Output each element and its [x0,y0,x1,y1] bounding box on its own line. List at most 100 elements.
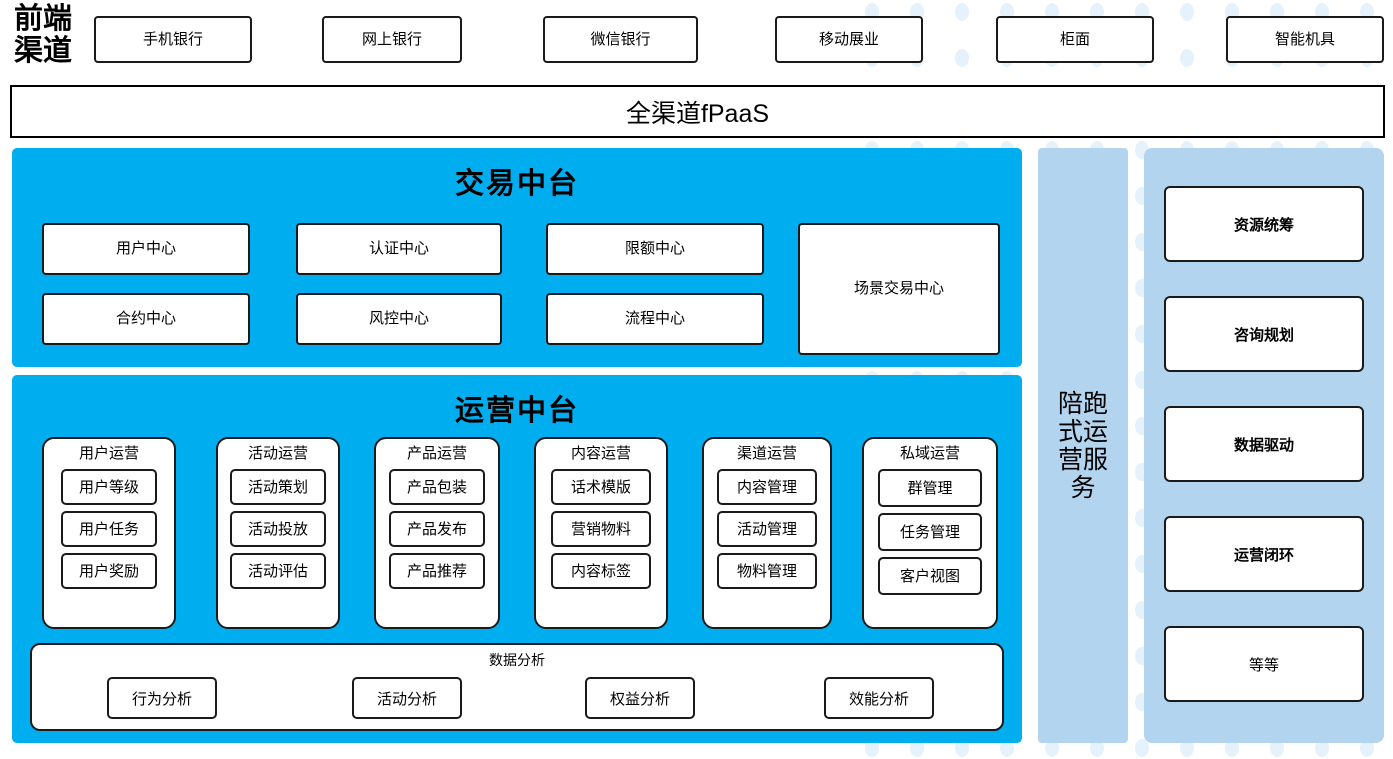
ops-item-label: 用户奖励 [78,563,139,580]
ops-item[interactable]: 物料管理 [717,552,817,589]
trade-center-box[interactable]: 认证中心 [296,223,502,275]
operations-platform-title: 运营中台 [454,395,579,427]
ops-item[interactable]: 活动管理 [717,510,817,547]
trade-center-box-label: 场景交易中心 [853,280,944,298]
ops-item-label: 客户视图 [899,568,960,585]
capability-item-label: 资源统筹 [1233,216,1294,234]
data-analysis-title: 数据分析 [489,652,545,668]
ops-item-label: 营销物料 [570,521,631,538]
channel-box-label: 微信银行 [590,30,651,48]
frontend-channel-label-line-2: 渠道 [13,35,72,67]
capability-item[interactable]: 数据驱动 [1164,406,1364,482]
capability-item[interactable]: 资源统筹 [1164,186,1364,262]
accompanying-operation-service-label: 陪跑式运营服务 [1057,389,1108,502]
channel-box-label: 柜面 [1059,30,1090,48]
ops-item[interactable]: 活动评估 [230,552,326,589]
trade-middle-platform-panel: 交易中台 用户中心 认证中心 限额中心场景交易中心合约中心 风控中心 流程中心 [12,148,1022,367]
ops-item[interactable]: 用户任务 [61,510,157,547]
channel-box-label: 手机银行 [142,30,203,48]
trade-center-box-label: 风控中心 [368,310,429,328]
ops-item[interactable]: 内容管理 [717,468,817,505]
ops-group-title: 私域运营 [899,445,960,462]
data-analysis-item-label: 权益分析 [609,690,670,708]
ops-item-label: 内容标签 [570,563,631,580]
ops-item-label: 用户任务 [78,521,139,538]
capability-item[interactable]: 咨询规划 [1164,296,1364,372]
ops-item[interactable]: 活动投放 [230,510,326,547]
ops-item[interactable]: 用户奖励 [61,552,157,589]
ops-item[interactable]: 营销物料 [551,510,651,547]
channel-box[interactable]: 智能机具 [1226,16,1384,63]
ops-item-label: 活动策划 [247,479,308,496]
trade-center-box[interactable]: 合约中心 [42,293,250,345]
ops-item[interactable]: 内容标签 [551,552,651,589]
channel-box-label: 移动展业 [818,30,879,48]
capability-item-label: 咨询规划 [1233,326,1294,344]
capability-item[interactable]: 运营闭环 [1164,516,1364,592]
ops-item[interactable]: 任务管理 [878,512,982,551]
channel-box[interactable]: 微信银行 [543,16,698,63]
ops-group: 活动运营活动策划活动投放活动评估 [216,437,340,629]
ops-item-label: 内容管理 [736,479,797,496]
ops-item-label: 活动管理 [736,521,797,538]
trade-platform-title: 交易中台 [454,168,579,200]
ops-item-label: 产品包装 [406,479,467,496]
frontend-channel-label-line-1: 前端 [13,2,72,35]
data-analysis-item[interactable]: 权益分析 [585,677,695,719]
capability-item-label: 等等 [1248,656,1279,674]
accompanying-operation-service-column: 陪跑式运营服务 [1038,148,1128,743]
trade-center-box-label: 认证中心 [368,240,429,258]
ops-item[interactable]: 用户等级 [61,468,157,505]
trade-center-box-label: 用户中心 [115,240,176,258]
capability-item-label: 数据驱动 [1233,436,1294,454]
trade-center-box[interactable]: 用户中心 [42,223,250,275]
trade-center-box[interactable]: 限额中心 [546,223,764,275]
ops-item-label: 用户等级 [78,479,139,496]
ops-item[interactable]: 产品发布 [389,510,485,547]
data-analysis-group: 数据分析 行为分析 活动分析 权益分析 效能分析 [30,643,1004,731]
capability-item-label: 运营闭环 [1233,546,1294,564]
ops-item-label: 物料管理 [736,563,797,580]
trade-center-box-label: 流程中心 [624,310,685,328]
data-analysis-item[interactable]: 效能分析 [824,677,934,719]
omnichannel-fpaas-bar: 全渠道fPaaS [10,85,1385,138]
omnichannel-fpaas-label: 全渠道fPaaS [625,99,770,128]
capability-item[interactable]: 等等 [1164,626,1364,702]
ops-group: 内容运营话术模版营销物料内容标签 [534,437,668,629]
data-analysis-item-label: 活动分析 [376,690,437,708]
trade-center-box[interactable]: 场景交易中心 [798,223,1000,355]
ops-item-label: 产品发布 [406,521,467,538]
ops-group: 用户运营用户等级用户任务用户奖励 [42,437,176,629]
ops-item[interactable]: 活动策划 [230,468,326,505]
channel-box-label: 网上银行 [361,30,422,48]
data-analysis-item-label: 行为分析 [131,690,192,708]
ops-group: 渠道运营内容管理活动管理物料管理 [702,437,832,629]
channel-box[interactable]: 手机银行 [94,16,252,63]
ops-item-label: 话术模版 [570,479,631,496]
ops-item-label: 活动评估 [247,563,308,580]
ops-group-title: 活动运营 [247,445,308,462]
trade-center-box[interactable]: 风控中心 [296,293,502,345]
ops-item-label: 群管理 [907,480,953,497]
ops-item[interactable]: 产品推荐 [389,552,485,589]
ops-item[interactable]: 客户视图 [878,556,982,595]
ops-group-title: 渠道运营 [736,445,797,462]
channel-box[interactable]: 网上银行 [322,16,462,63]
trade-center-box-label: 合约中心 [115,310,176,328]
channel-box[interactable]: 移动展业 [775,16,923,63]
channel-box-label: 智能机具 [1274,30,1335,48]
ops-group-title: 产品运营 [406,445,467,462]
ops-group-title: 内容运营 [570,445,631,462]
ops-item[interactable]: 群管理 [878,468,982,507]
ops-item-label: 产品推荐 [406,563,467,580]
ops-item[interactable]: 产品包装 [389,468,485,505]
ops-item[interactable]: 话术模版 [551,468,651,505]
channel-box[interactable]: 柜面 [996,16,1154,63]
capability-panel: 资源统筹咨询规划数据驱动运营闭环等等 [1144,148,1384,743]
data-analysis-item[interactable]: 行为分析 [107,677,217,719]
ops-group-title: 用户运营 [78,445,139,462]
trade-center-box[interactable]: 流程中心 [546,293,764,345]
data-analysis-item[interactable]: 活动分析 [352,677,462,719]
ops-item-label: 任务管理 [899,524,960,541]
